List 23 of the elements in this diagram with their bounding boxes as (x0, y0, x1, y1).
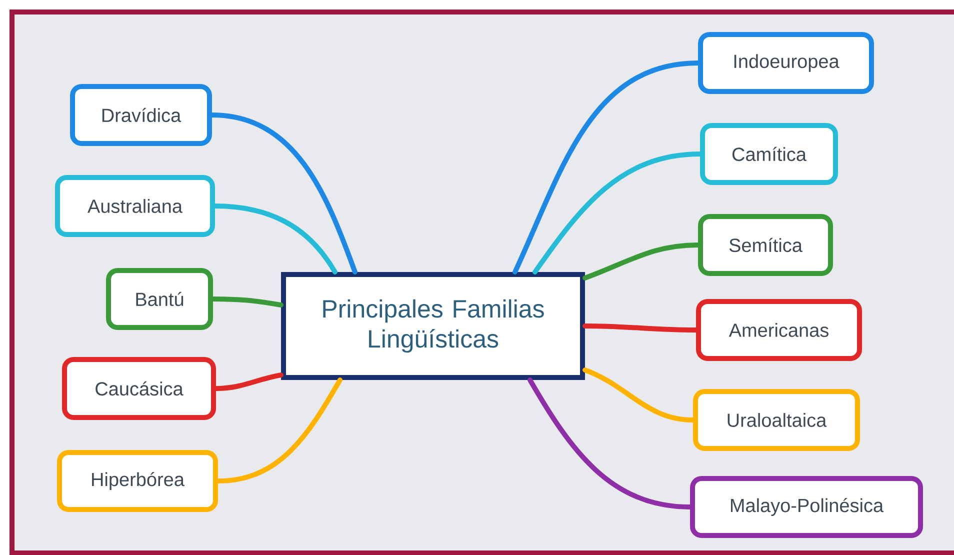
connector (210, 112, 358, 274)
connector (582, 242, 700, 280)
connector (210, 296, 284, 308)
connector (528, 378, 692, 510)
branch-box: Indoeuropea (698, 32, 874, 94)
connector (214, 372, 284, 391)
branch-box: Caucásica (62, 357, 216, 420)
branch-box: Camítica (700, 123, 838, 185)
connector (582, 324, 698, 332)
connector (216, 378, 342, 484)
branch-box: Semítica (698, 214, 833, 276)
branch-box: Uraloaltaica (693, 389, 860, 451)
connector (512, 60, 700, 274)
topic-box: Principales Familias Lingüísticas (281, 272, 585, 380)
branch-box: Americanas (696, 299, 862, 361)
branch-box: Dravídica (70, 84, 212, 146)
connector (582, 368, 696, 422)
branch-box: Hiperbórea (57, 450, 218, 512)
branch-box: Bantú (106, 268, 213, 330)
branch-box: Malayo-Polinésica (690, 476, 923, 538)
connector (212, 204, 338, 274)
branch-box: Australiana (55, 175, 215, 237)
connector (532, 152, 702, 274)
